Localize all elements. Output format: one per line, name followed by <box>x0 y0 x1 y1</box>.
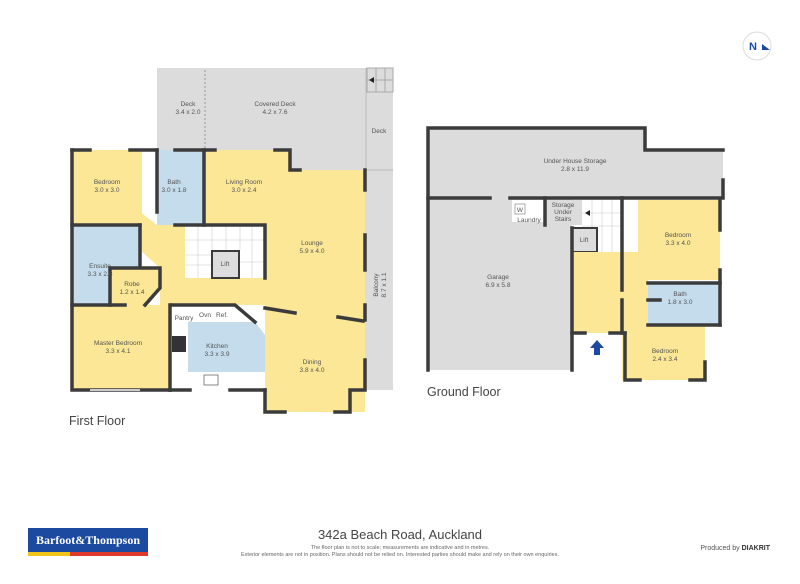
svg-text:4.2 x 7.6: 4.2 x 7.6 <box>263 109 288 116</box>
entrance-arrow-icon <box>590 340 604 355</box>
svg-text:Ref.: Ref. <box>216 312 228 319</box>
svg-text:8.7 x 1.1: 8.7 x 1.1 <box>381 272 388 297</box>
svg-text:3.3 x 4.1: 3.3 x 4.1 <box>106 348 131 355</box>
cooktop-icon <box>172 336 186 352</box>
svg-text:3.3 x 4.0: 3.3 x 4.0 <box>666 240 691 247</box>
svg-text:Deck: Deck <box>372 128 388 135</box>
disclaimer-line-1: The floor plan is not to scale; measurem… <box>310 545 490 551</box>
first-floor-title: First Floor <box>69 414 126 428</box>
svg-text:Laundry: Laundry <box>517 217 541 224</box>
barfoot-thompson-logo: Barfoot&Thompson <box>28 528 148 556</box>
balcony-area <box>365 68 393 390</box>
svg-text:Bedroom: Bedroom <box>665 232 691 239</box>
svg-text:Bedroom: Bedroom <box>652 348 678 355</box>
svg-text:6.9 x 5.8: 6.9 x 5.8 <box>486 282 511 289</box>
svg-text:Master Bedroom: Master Bedroom <box>94 340 142 347</box>
svg-text:Kitchen: Kitchen <box>206 343 228 350</box>
svg-text:Lift: Lift <box>221 261 230 268</box>
washer-icon <box>514 203 526 215</box>
svg-text:3.0 x 1.8: 3.0 x 1.8 <box>162 187 187 194</box>
svg-text:Lift: Lift <box>580 237 589 244</box>
svg-text:5.9 x 4.0: 5.9 x 4.0 <box>300 248 325 255</box>
svg-text:1.2 x 1.4: 1.2 x 1.4 <box>120 289 145 296</box>
svg-text:Balcony: Balcony <box>373 273 380 297</box>
svg-text:Ovn: Ovn <box>199 312 211 319</box>
svg-text:Ensuite: Ensuite <box>89 263 111 270</box>
svg-text:Garage: Garage <box>487 274 509 281</box>
svg-text:N: N <box>749 41 757 53</box>
property-address: 342a Beach Road, Auckland <box>317 527 483 542</box>
svg-text:Dining: Dining <box>303 359 322 366</box>
svg-text:3.0 x 3.0: 3.0 x 3.0 <box>95 187 120 194</box>
svg-text:2.4 x 3.4: 2.4 x 3.4 <box>653 356 678 363</box>
svg-text:Storage: Storage <box>552 202 575 209</box>
svg-text:Under: Under <box>554 209 573 216</box>
svg-text:Under House Storage: Under House Storage <box>544 158 607 165</box>
svg-text:Bath: Bath <box>673 291 687 298</box>
ground-floor-title: Ground Floor <box>427 385 501 399</box>
produced-by: Produced by DIAKRIT <box>700 545 770 552</box>
sink-icon <box>203 374 219 386</box>
svg-text:3.8 x 4.0: 3.8 x 4.0 <box>300 367 325 374</box>
svg-text:Deck: Deck <box>181 101 197 108</box>
svg-text:3.3 x 3.9: 3.3 x 3.9 <box>205 351 230 358</box>
compass-icon: N <box>742 31 772 61</box>
svg-text:3.4 x 2.0: 3.4 x 2.0 <box>176 109 201 116</box>
svg-text:1.8 x 3.0: 1.8 x 3.0 <box>668 299 693 306</box>
svg-text:Pantry: Pantry <box>175 315 195 322</box>
svg-text:3.3 x 2.8: 3.3 x 2.8 <box>88 271 113 278</box>
svg-text:Stairs: Stairs <box>555 216 572 223</box>
svg-text:Living Room: Living Room <box>226 179 262 186</box>
svg-text:Bath: Bath <box>167 179 181 186</box>
svg-text:Robe: Robe <box>124 281 140 288</box>
ground-floor-plan: W Under House Storage 2.8 x 11.9 Laundry… <box>426 126 725 382</box>
svg-text:Bedroom: Bedroom <box>94 179 120 186</box>
svg-text:2.8 x 11.9: 2.8 x 11.9 <box>561 166 589 173</box>
disclaimer-line-2: Exterior elements are not in position. P… <box>241 552 559 558</box>
stairs-icon <box>366 67 394 93</box>
svg-text:W: W <box>517 207 524 214</box>
svg-text:3.0 x 2.4: 3.0 x 2.4 <box>232 187 257 194</box>
svg-text:Lounge: Lounge <box>301 240 323 247</box>
svg-text:Covered Deck: Covered Deck <box>254 101 296 108</box>
first-floor-plan: Deck 3.4 x 2.0 Covered Deck 4.2 x 7.6 De… <box>70 67 394 414</box>
